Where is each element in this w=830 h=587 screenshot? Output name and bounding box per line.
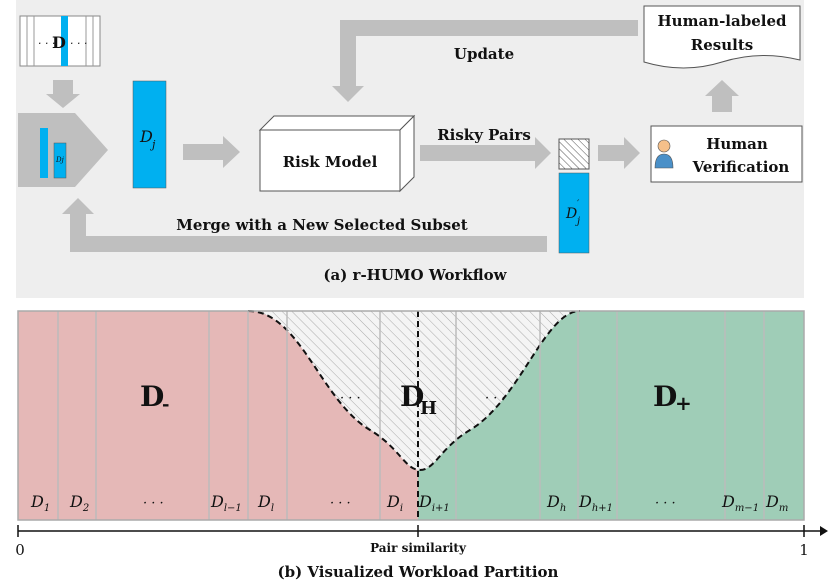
subset-label: Di: [386, 492, 403, 514]
region-minus-label: D -: [140, 380, 169, 415]
merge-label: Merge with a New Selected Subset: [176, 216, 467, 234]
partition-bar: [17, 310, 805, 521]
workflow-caption: (a) r-HUMO Workflow: [323, 266, 507, 284]
human-line1: Human: [706, 135, 768, 153]
risky-subset-prime: ′: [577, 199, 580, 210]
risky-hatch-square: [558, 138, 590, 170]
dataset-dots-right: · · ·: [70, 37, 87, 50]
person-icon: [654, 139, 674, 169]
human-verification-box: Human Verification: [650, 125, 803, 183]
axis-min: 0: [15, 541, 25, 559]
subset-inner-label: Dj: [55, 156, 65, 164]
risk-model-box: Risk Model: [258, 114, 416, 193]
risky-pairs-label: Risky Pairs: [437, 126, 531, 144]
results-line2: Results: [691, 36, 753, 54]
svg-text:-: -: [162, 394, 169, 415]
subset-dots: · · ·: [655, 496, 676, 511]
subset-dj-main: D: [139, 127, 153, 146]
subset-dj-sub: j: [149, 138, 156, 151]
update-arrow: [332, 20, 638, 102]
dataset-dots-left: · · ·: [38, 37, 55, 50]
subset-dots: · · ·: [330, 496, 351, 511]
right-arrow-icon-2: [598, 137, 640, 169]
similarity-axis: [17, 525, 828, 537]
column-separators: [57, 311, 765, 520]
svg-text:H: H: [420, 398, 437, 419]
risky-subset-dj-prime: D j ′: [558, 172, 590, 254]
merge-arrow: [62, 198, 547, 252]
axis-max: 1: [799, 541, 809, 559]
human-line2: Verification: [692, 158, 790, 176]
subset-label: Dl: [257, 492, 274, 514]
region-h-dots-left: · · ·: [340, 391, 361, 406]
down-arrow-icon: [46, 80, 80, 108]
dataset-label: D: [52, 33, 66, 52]
results-line1: Human-labeled: [658, 12, 787, 30]
up-arrow-icon: [705, 80, 739, 112]
risk-model-label: Risk Model: [283, 153, 378, 171]
risky-subset-main: D: [565, 206, 577, 222]
axis-label: Pair similarity: [370, 541, 467, 555]
subset-dots: · · ·: [143, 496, 164, 511]
region-minus-bg: [18, 311, 248, 520]
risky-subset-sub: j: [575, 216, 580, 227]
subset-selector: Dj: [18, 113, 108, 187]
results-document: Human-labeled Results: [643, 5, 801, 69]
svg-text:D: D: [140, 380, 164, 413]
bell-curve: [247, 310, 581, 472]
risky-pairs-arrow-icon: [420, 137, 551, 169]
partition-caption: (b) Visualized Workload Partition: [278, 563, 559, 581]
right-arrow-icon: [183, 136, 240, 168]
subset-dj: D j: [132, 80, 167, 189]
svg-text:D: D: [653, 380, 677, 413]
update-label: Update: [454, 45, 514, 63]
region-h-label: D H: [400, 380, 437, 419]
axis-arrow-icon: [820, 526, 828, 536]
region-h-dots-right: · · ·: [485, 391, 506, 406]
svg-text:D: D: [400, 380, 424, 413]
svg-text:+: +: [675, 391, 692, 415]
full-dataset: · · · D · · ·: [19, 15, 101, 67]
region-plus-label: D +: [653, 380, 692, 415]
